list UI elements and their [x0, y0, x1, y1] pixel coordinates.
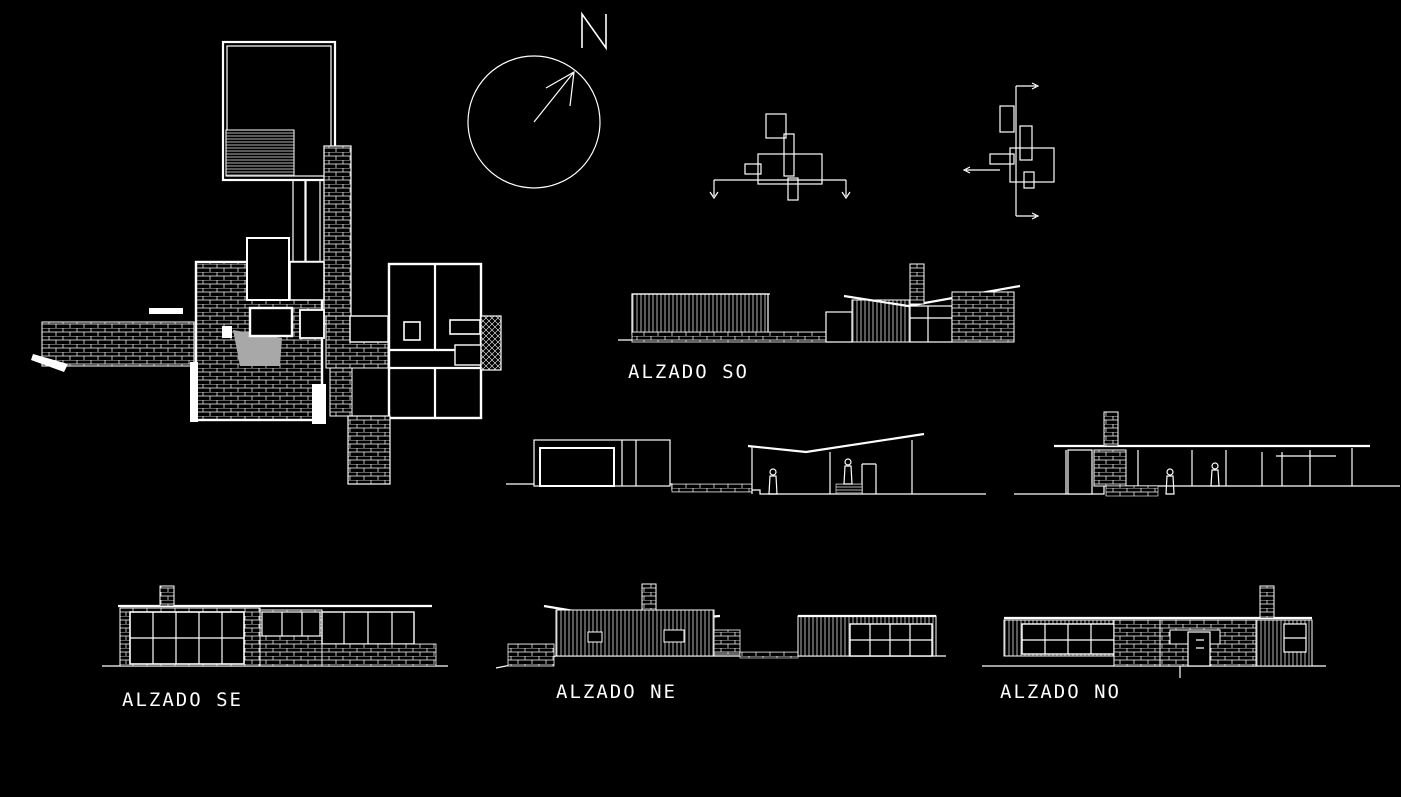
north-arrow: N: [467, 11, 607, 189]
plan-bench: [149, 308, 183, 314]
label-alzado-no: ALZADO NO: [1000, 681, 1121, 703]
plan-bath-tile: [480, 315, 502, 371]
section-2: [1014, 411, 1400, 497]
plan-brick-spine: [323, 145, 352, 325]
north-needle: [533, 70, 575, 123]
plan-kitchen: [246, 237, 290, 301]
plan-corridor-2: [305, 179, 321, 263]
north-label: N: [594, 35, 595, 37]
label-alzado-so: ALZADO SO: [628, 361, 749, 383]
plan-link-room: [349, 315, 389, 343]
plan-kitchen-2: [289, 261, 325, 301]
section-1: [506, 432, 986, 495]
elevation-ne: ALZADO NE: [495, 583, 946, 703]
plan-room-b: [299, 309, 325, 339]
label-alzado-ne: ALZADO NE: [556, 681, 677, 703]
north-letter-glyph: [581, 11, 607, 51]
plan-terrace: [41, 321, 195, 367]
plan-stair: [225, 129, 295, 177]
plan-fireplace: [222, 326, 232, 338]
plan-hearth-gray: [233, 330, 282, 366]
plan-bedroom-walls: [389, 264, 481, 418]
elevation-se: ALZADO SE: [102, 585, 448, 711]
plan-top-pavilion: [221, 40, 337, 182]
plan-bath: [454, 344, 482, 366]
floor-plan: [31, 40, 502, 485]
plan-corridor: [292, 179, 306, 263]
north-circle: [467, 55, 601, 189]
elevation-so: ALZADO SO: [618, 263, 1021, 383]
key-plan-2: [962, 82, 1055, 220]
plan-bed-a: [403, 321, 421, 341]
plan-wall-left: [190, 362, 198, 422]
plan-lower-brick: [329, 367, 353, 417]
elevation-no: ALZADO NO: [982, 585, 1326, 703]
plan-bed-b: [449, 319, 481, 335]
label-alzado-se: ALZADO SE: [122, 689, 243, 711]
plan-room-a: [248, 306, 294, 338]
plan-terrace-step: [31, 354, 68, 372]
plan-lower-stem: [347, 415, 391, 485]
key-plan-1: [709, 113, 851, 201]
plan-stem-wall: [312, 384, 326, 424]
